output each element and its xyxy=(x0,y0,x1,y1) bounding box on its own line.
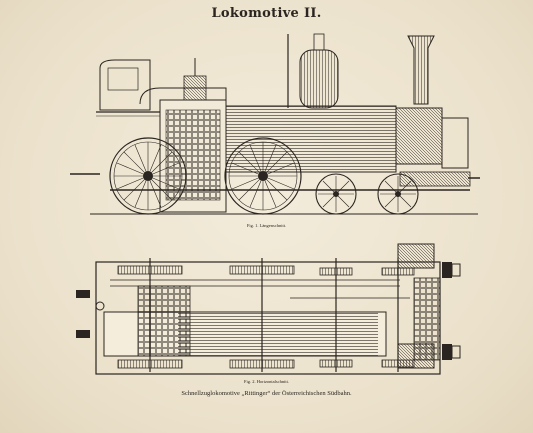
fig1-caption: Fig. 1. Längenschnitt. xyxy=(246,223,287,228)
steam-dome xyxy=(287,33,339,109)
firebox-plan xyxy=(137,285,191,357)
front-driving-wheel xyxy=(224,137,302,215)
plate-title: Lokomotive II. xyxy=(211,6,322,21)
buffers xyxy=(442,262,461,360)
cab xyxy=(96,59,160,117)
smokebox-plan xyxy=(413,277,441,361)
plate-main-caption: Schnellzuglokomotive „Rittinger“ der Öst… xyxy=(181,390,352,397)
chimney xyxy=(407,35,435,105)
boiler xyxy=(139,87,443,173)
safety-valve xyxy=(183,58,207,101)
leading-wheel-1 xyxy=(315,173,357,215)
rear-driving-wheel xyxy=(109,137,187,215)
valve-gear xyxy=(110,279,410,299)
rear-fittings xyxy=(76,290,105,338)
smokebox-front xyxy=(399,117,480,187)
leading-wheel-2 xyxy=(377,173,419,215)
fig2-caption: Fig. 2. Horizontalschnitt. xyxy=(243,379,290,384)
